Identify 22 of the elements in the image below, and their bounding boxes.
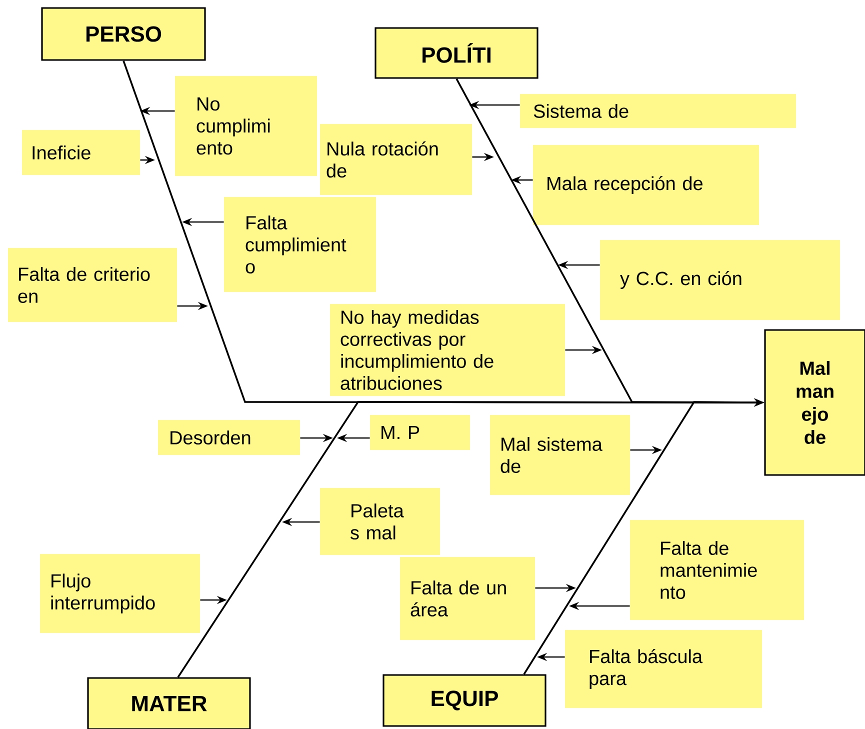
cause-box: Falta cumplimient o	[224, 197, 376, 292]
cause-box: Falta báscula para	[565, 630, 762, 708]
effect-box: Mal man ejo de	[764, 329, 865, 476]
category-box: EQUIP	[382, 674, 546, 727]
cause-box: Mala recepción de	[533, 145, 759, 225]
cause-box: Paleta s mal	[320, 488, 440, 555]
category-box: PERSO	[41, 7, 206, 61]
cause-box: M. P	[370, 415, 470, 450]
cause-box: Mal sistema de	[490, 415, 630, 495]
cause-box: y C.C. en ción	[600, 240, 840, 320]
cause-box: Desorden	[158, 420, 300, 455]
cause-box: Flujo interrumpido	[40, 554, 200, 633]
cause-box: No hay medidas correctivas por incumplimiento de atribuciones	[330, 304, 565, 396]
category-box: MATER	[87, 677, 251, 729]
category-box: POLÍTI	[374, 27, 538, 79]
cause-box: Falta de mantenimie nto	[630, 520, 804, 620]
cause-box: Ineficie	[22, 130, 140, 175]
cause-box: Falta de un área	[400, 557, 535, 640]
cause-box: Falta de criterio en	[8, 248, 177, 322]
cause-box: Nula rotación de	[320, 124, 472, 195]
cause-box: No cumplimi ento	[175, 76, 317, 176]
cause-box: Sistema de	[520, 94, 796, 128]
